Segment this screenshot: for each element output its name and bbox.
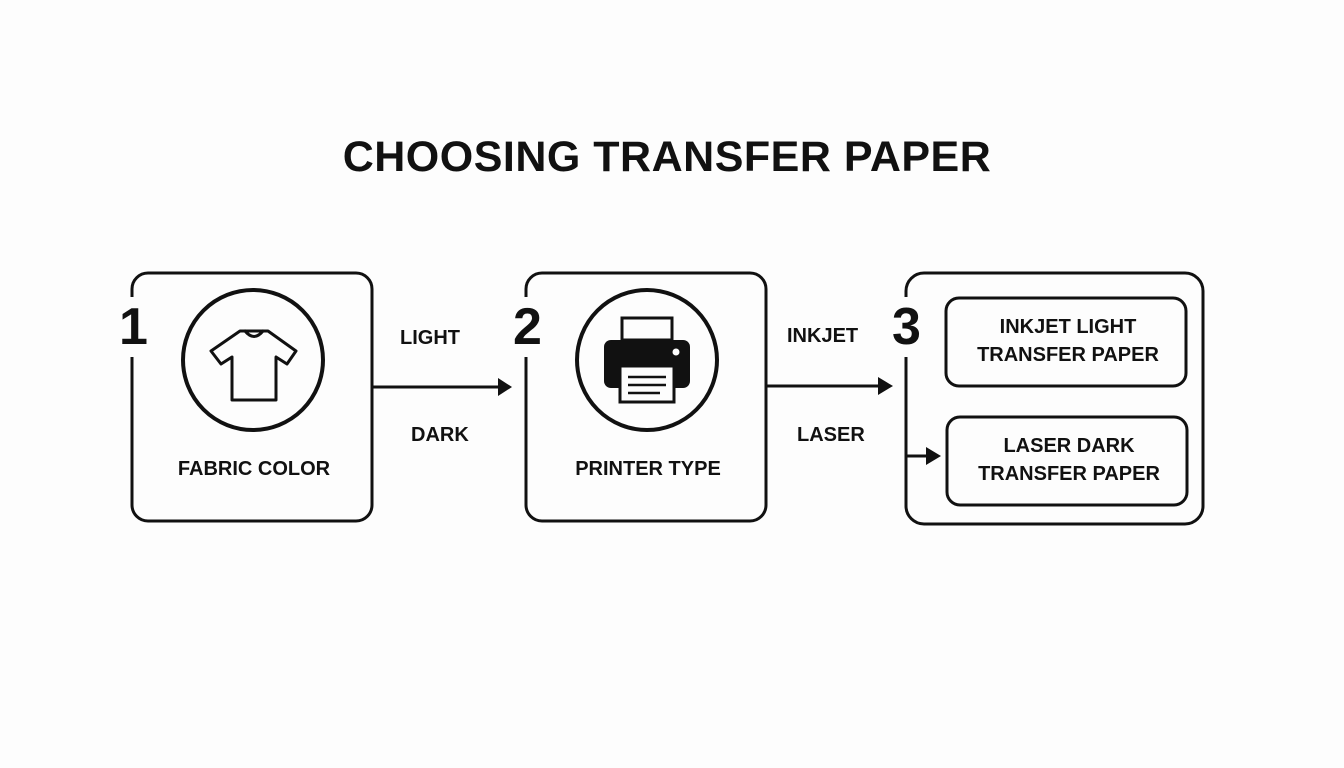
branch-label-laser: LASER [797, 424, 865, 446]
option-inkjet-light-text: INKJET LIGHT TRANSFER PAPER [946, 313, 1190, 369]
option-box-inkjet-light [944, 296, 1188, 388]
step-3-box [904, 271, 1205, 526]
option-laser-dark-line-2: TRANSFER PAPER [978, 463, 1160, 485]
arrow-2-head [878, 377, 893, 395]
branch-arrow-line [904, 415, 928, 458]
step-2-number: 2 [511, 297, 544, 357]
option-inkjet-light-line-1: INKJET LIGHT [999, 316, 1137, 338]
option-laser-dark-text: LASER DARK TRANSFER PAPER [947, 432, 1191, 488]
printer-icon [575, 288, 719, 432]
step-2-box [524, 271, 768, 523]
arrow-1-head [498, 378, 512, 396]
step-1-box [130, 271, 374, 523]
step-1-label: FABRIC COLOR [177, 458, 331, 480]
branch-label-dark: DARK [411, 424, 469, 446]
option-inkjet-light-line-2: TRANSFER PAPER [977, 344, 1159, 366]
step-2-label: PRINTER TYPE [575, 458, 721, 480]
step-3-number: 3 [890, 297, 923, 357]
option-box-laser-dark [945, 415, 1189, 507]
branch-label-light: LIGHT [400, 327, 460, 349]
branch-arrow-head [926, 447, 941, 465]
diagram-title: CHOOSING TRANSFER PAPER [342, 133, 992, 181]
step-1-number: 1 [117, 297, 150, 357]
branch-label-inkjet: INKJET [787, 325, 859, 347]
t-shirt-icon [181, 288, 325, 432]
option-laser-dark-line-1: LASER DARK [1003, 435, 1135, 457]
